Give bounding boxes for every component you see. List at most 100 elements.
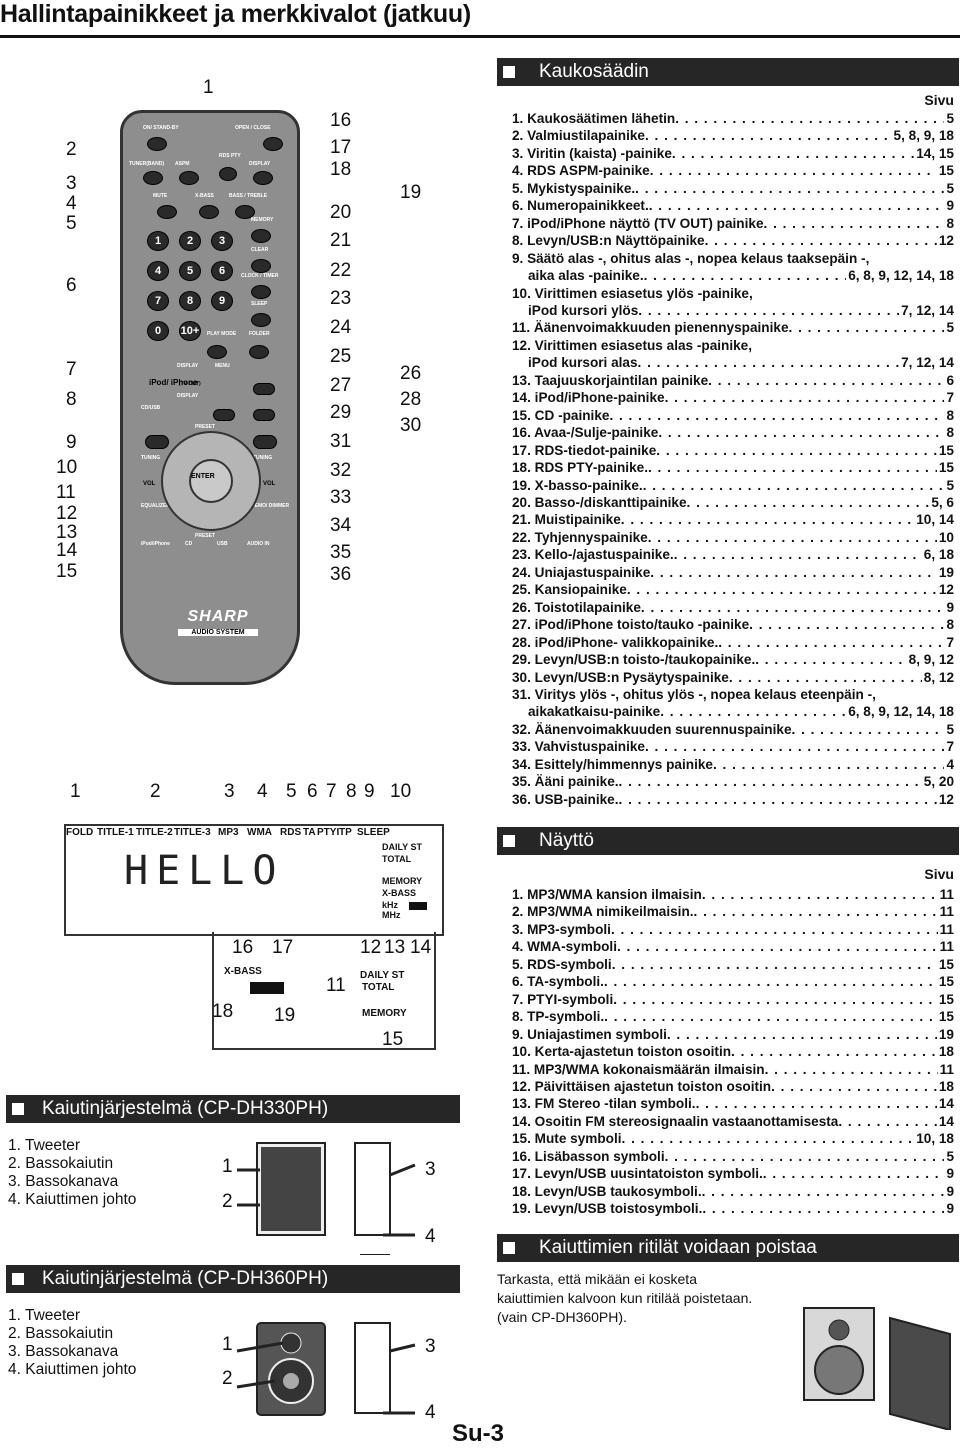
kaukosaadin-item: 33. Vahvistuspainike7 (512, 738, 954, 755)
leader-dots (635, 180, 944, 197)
kaukosaadin-item-label: 20. Basso-/diskanttipainike (512, 494, 687, 510)
remote-callout-right: 34 (330, 515, 352, 536)
leader-dots (729, 669, 922, 686)
kaukosaadin-item-label: 27. iPod/iPhone toisto/tauko -painike (512, 617, 750, 633)
number-key: 5 (179, 261, 201, 281)
remote-button-label: TUNER(BAND) (129, 161, 164, 167)
remote-callout-right: 29 (330, 402, 352, 423)
kaukosaadin-item: 30. Levyn/USB:n Pysäytyspainike8, 12 (512, 669, 954, 686)
kaukosaadin-item: 23. Kello-/ajastuspainike.6, 18 (512, 546, 954, 563)
remote-button (199, 205, 219, 219)
naytto-item: 1. MP3/WMA kansion ilmaisin11 (512, 886, 954, 903)
kaukosaadin-item-label: 10. Virittimen esiasetus ylös -painike, (512, 285, 753, 301)
kaukosaadin-item: 4. RDS ASPM-painike15 (512, 162, 954, 179)
kaukosaadin-item-label: 35. Ääni painike. (512, 774, 619, 790)
kaukosaadin-item-label: 6. Numeropainikkeet. (512, 198, 649, 214)
naytto-item: 15. Mute symboli10, 18 (512, 1130, 954, 1147)
skip-back-button (145, 435, 169, 449)
kaukosaadin-item-page: 9 (946, 198, 954, 214)
leader-dots (604, 973, 937, 990)
remote-callout-right: 25 (330, 346, 352, 367)
leader-dots (731, 1043, 937, 1060)
display-callout-bottom: 15 (382, 1029, 404, 1050)
naytto-item-page: 15 (938, 1009, 954, 1025)
naytto-item-label: 12. Päivittäisen ajastetun toiston osoit… (512, 1078, 772, 1094)
kaukosaadin-item-label: 12. Virittimen esiasetus alas -painike, (512, 337, 753, 353)
kaukosaadin-item-label: 23. Kello-/ajastuspainike. (512, 547, 674, 563)
naytto-sivu: Sivu (924, 866, 954, 882)
number-key-label: 4 (154, 265, 162, 277)
skip-fwd-button (253, 435, 277, 449)
remote-button (207, 345, 227, 359)
kaukosaadin-item-page: 15 (938, 442, 954, 458)
number-key-label: 7 (154, 295, 162, 307)
remote-button-label: DISPLAY (177, 393, 199, 399)
remote-callout-right: 31 (330, 431, 352, 452)
naytto-item-label: 7. PTYI-symboli (512, 991, 614, 1007)
remote-button-label: BASS / TREBLE (229, 193, 268, 199)
remote-dpad: ENTER (161, 431, 261, 531)
naytto-item-page: 11 (939, 904, 954, 920)
kaukosaadin-item-page: 5 (946, 320, 954, 336)
spk360-callout-2: 2 (222, 1368, 233, 1389)
leader-dots (656, 442, 937, 459)
spk360-callout-4: 4 (425, 1402, 436, 1423)
kaukosaadin-item-label: 14. iPod/iPhone-painike (512, 390, 665, 406)
speaker-part: 1. Tweeter (8, 1307, 81, 1324)
kaukosaadin-item: 5. Mykistyspainike.5 (512, 180, 954, 197)
leader-dots (609, 407, 944, 424)
kaukosaadin-item-cont: iPod kursori alas7, 12, 14 (512, 354, 954, 371)
naytto-item-label: 3. MP3-symboli (512, 921, 611, 937)
kaukosaadin-item-page: 8, 12 (923, 669, 954, 685)
spk330-callout-3: 3 (425, 1159, 436, 1180)
speaker-360-section: Kaiutinjärjestelmä (CP-DH360PH) 1. Tweet… (0, 1265, 470, 1430)
remote-button-label: PLAY MODE (207, 331, 237, 337)
display-indicator: SLEEP (357, 827, 390, 838)
remote-button-label: USB (217, 541, 228, 547)
remote-button (251, 259, 271, 273)
display-callout-top: 9 (364, 781, 375, 802)
number-key: 4 (147, 261, 169, 281)
leader-dots (665, 1148, 945, 1165)
speaker-part: 3. Bassokanava (8, 1173, 119, 1190)
display-callout-top: 10 (390, 781, 412, 802)
remote-callout-right: 32 (330, 460, 352, 481)
display-callout-top: 4 (257, 781, 268, 802)
leader-dots (645, 738, 944, 755)
kaukosaadin-item-label: 24. Uniajastuspainike (512, 564, 651, 580)
leader-dots (611, 921, 938, 938)
remote-callout-right: 17 (330, 137, 352, 158)
leader-dots (622, 1130, 915, 1147)
number-key-label: 5 (186, 265, 194, 277)
kaukosaadin-item-label: 28. iPod/iPhone- valikkopainike. (512, 634, 719, 650)
kaukosaadin-item-page: 5, 20 (923, 774, 954, 790)
kaukosaadin-item-page: 15 (938, 163, 954, 179)
leader-dots (694, 903, 938, 920)
display-callout-bottom: 11 (326, 975, 346, 996)
dpad-vol-left: VOL (143, 481, 156, 487)
remote-button-label: PRESET (195, 424, 216, 430)
naytto-item-page: 15 (938, 991, 954, 1007)
remote-button (147, 137, 167, 151)
kaukosaadin-item: 35. Ääni painike. 5, 20 (512, 773, 954, 790)
naytto-item-page: 11 (939, 1061, 954, 1077)
remote-callout-left: 4 (66, 193, 77, 214)
remote-callout-left: 13 (56, 522, 78, 543)
kaukosaadin-item-page: 7 (946, 739, 954, 755)
remote-button-label: FOLDER (249, 331, 270, 337)
speaker-part: 3. Bassokanava (8, 1343, 119, 1360)
kaukosaadin-item-page: 12 (938, 791, 954, 807)
naytto-item: 7. PTYI-symboli 15 (512, 991, 954, 1008)
remote-button-label: RDS PTY (219, 153, 241, 159)
naytto-item-label: 19. Levyn/USB toistosymboli. (512, 1201, 703, 1217)
kaukosaadin-item-label: 15. CD -painike (512, 407, 610, 423)
display-right-label: MHz (382, 910, 401, 920)
remote-callout-right: 36 (330, 564, 352, 585)
number-key: 3 (211, 231, 233, 251)
display-callout-top: 3 (224, 781, 235, 802)
display-right-label: kHz (382, 900, 399, 910)
naytto-item-label: 5. RDS-symboli (512, 956, 612, 972)
naytto-item-page: 9 (946, 1201, 954, 1217)
display-bar-icon (409, 902, 427, 910)
